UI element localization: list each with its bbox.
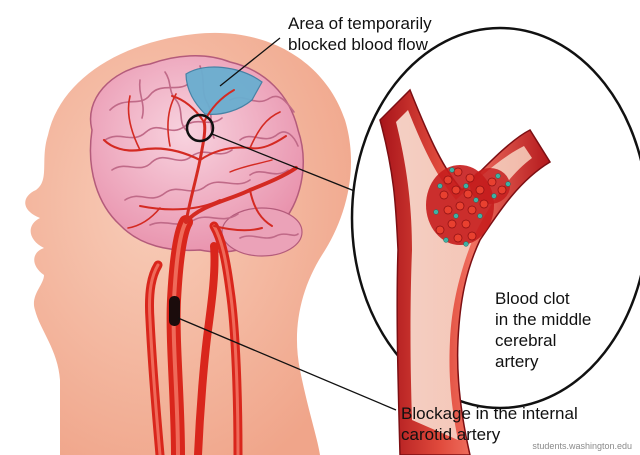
label-blood-clot-line4: artery — [495, 352, 539, 371]
clot-location-marker — [185, 113, 215, 143]
cerebellum — [221, 207, 303, 257]
label-carotid-blockage-line2: carotid artery — [401, 425, 501, 444]
label-carotid-blockage-line1: Blockage in the internal — [401, 404, 578, 423]
label-blocked-area-line1: Area of temporarily — [288, 14, 432, 33]
brain-arteries — [102, 89, 298, 232]
label-blood-clot-line3: cerebral — [495, 331, 557, 350]
label-carotid-blockage: Blockage in the internal carotid artery — [401, 403, 578, 445]
label-blood-clot: Blood clot in the middle cerebral artery — [495, 288, 591, 372]
label-blocked-area: Area of temporarily blocked blood flow — [288, 13, 432, 55]
magnified-blood-clot — [426, 165, 511, 247]
carotid-blockage — [169, 296, 180, 326]
label-blood-clot-line2: in the middle — [495, 310, 592, 329]
source-credit: students.washington.edu — [532, 441, 632, 451]
label-blocked-area-line2: blocked blood flow — [288, 35, 428, 54]
label-blood-clot-line1: Blood clot — [495, 289, 570, 308]
blocked-blood-flow-region — [185, 66, 263, 115]
